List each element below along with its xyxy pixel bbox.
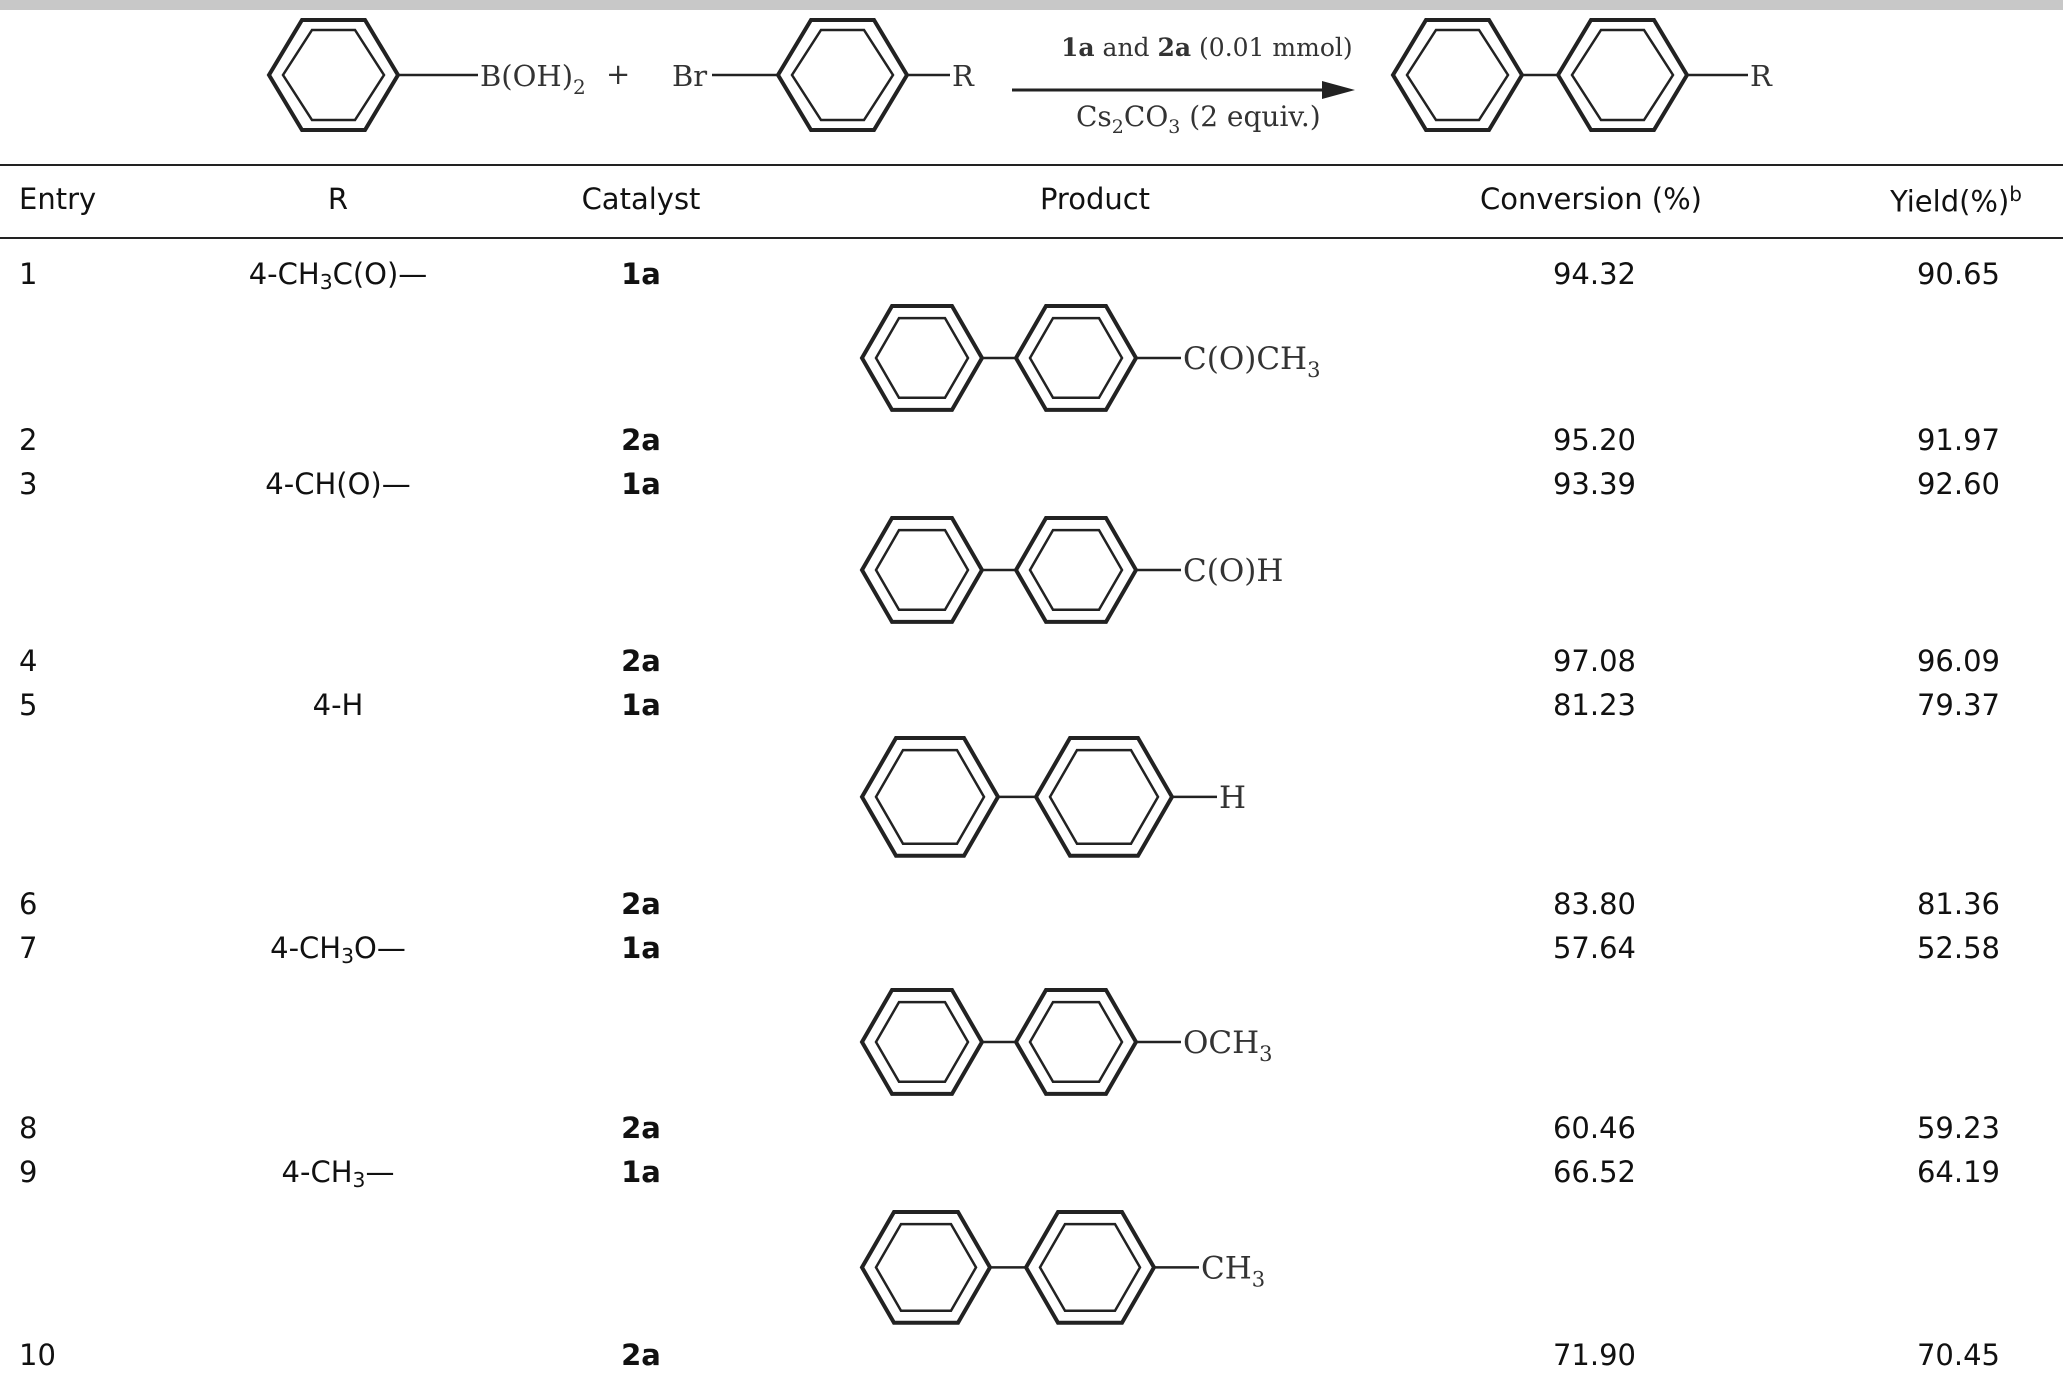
- table-top-rule: [0, 164, 2063, 166]
- yield-cell: 91.97: [1916, 423, 2000, 457]
- catalyst-cell: 1a: [621, 257, 661, 291]
- catalyst-cell: 1a: [621, 1155, 661, 1189]
- benzene-ring: [1013, 516, 1139, 624]
- r-group-cell: 4-H: [312, 688, 364, 722]
- yield-cell: 92.60: [1916, 467, 2000, 501]
- yield-cell: 81.36: [1916, 887, 2000, 921]
- header-catalyst: Catalyst: [581, 182, 701, 216]
- phenylboronic-acid-structure: B(OH)2: [266, 18, 586, 132]
- product-substituent-label: C(O)H: [1183, 553, 1283, 589]
- benzene-ring-inner: [1028, 528, 1124, 612]
- entry-cell: 5: [19, 688, 38, 722]
- product-structure: CH3: [859, 1210, 1265, 1325]
- benzene-ring: [1013, 304, 1139, 412]
- conversion-cell: 97.08: [1552, 644, 1636, 678]
- yield-cell: 52.58: [1916, 931, 2000, 965]
- top-bar: [0, 0, 2063, 10]
- yield-cell: 64.19: [1916, 1155, 2000, 1189]
- header-product: Product: [1039, 182, 1151, 216]
- product-structure: C(O)CH3: [859, 304, 1320, 412]
- yield-cell: 70.45: [1916, 1338, 2000, 1372]
- benzene-ring: [859, 736, 1001, 858]
- benzene-ring: [1023, 1210, 1157, 1325]
- benzene-ring-inner: [874, 316, 970, 400]
- entry-cell: 10: [19, 1338, 56, 1372]
- r-group-cell: 4-CH3—: [281, 1155, 395, 1193]
- header-entry: Entry: [19, 182, 97, 216]
- entry-cell: 9: [19, 1155, 38, 1189]
- header-r: R: [327, 182, 349, 216]
- product-substituent-label: H: [1219, 780, 1246, 816]
- benzene-ring-inner: [1028, 1000, 1124, 1084]
- catalyst-cell: 2a: [621, 1111, 661, 1145]
- entry-cell: 6: [19, 887, 38, 921]
- boronic-acid-label: B(OH)2: [480, 59, 586, 99]
- product-substituent-label: C(O)CH3: [1183, 341, 1320, 382]
- bromo-label: Br: [672, 59, 707, 93]
- benzene-ring-inner: [874, 1000, 970, 1084]
- conversion-cell: 81.23: [1552, 688, 1636, 722]
- header-yield: Yield(%)b: [1890, 182, 2022, 219]
- catalyst-cell: 1a: [621, 931, 661, 965]
- r-group-cell: 4-CH(O)—: [265, 467, 411, 501]
- r-group-label: R: [952, 59, 975, 93]
- header-conversion: Conversion (%): [1480, 182, 1702, 216]
- reaction-scheme: B(OH)2 + Br R 1a and 2a (0.01 mmol) Cs2C…: [266, 18, 1773, 138]
- entry-cell: 2: [19, 423, 38, 457]
- reaction-arrow: 1a and 2a (0.01 mmol) Cs2CO3 (2 equiv.): [1012, 33, 1355, 138]
- catalyst-cell: 1a: [621, 467, 661, 501]
- benzene-ring-inner: [1038, 1222, 1142, 1312]
- benzene-ring: [1013, 988, 1139, 1096]
- yield-cell: 79.37: [1916, 688, 2000, 722]
- header-bottom-rule: [0, 237, 2063, 239]
- entry-cell: 8: [19, 1111, 38, 1145]
- catalyst-cell: 2a: [621, 1338, 661, 1372]
- product-substituent-label: CH3: [1201, 1250, 1265, 1291]
- benzene-ring-inner: [1028, 316, 1124, 400]
- benzene-ring: [859, 1210, 993, 1325]
- benzene-ring-inner: [1048, 748, 1160, 845]
- conversion-cell: 95.20: [1552, 423, 1636, 457]
- base-condition-label: Cs2CO3 (2 equiv.): [1076, 100, 1321, 138]
- product-substituent-label: OCH3: [1183, 1025, 1273, 1066]
- r-group-cell: 4-CH3O—: [270, 931, 406, 969]
- catalyst-cell: 2a: [621, 887, 661, 921]
- yield-cell: 59.23: [1916, 1111, 2000, 1145]
- yield-cell: 90.65: [1916, 257, 2000, 291]
- conversion-cell: 94.32: [1552, 257, 1636, 291]
- product-structure: OCH3: [859, 988, 1273, 1096]
- conversion-cell: 60.46: [1552, 1111, 1636, 1145]
- entry-cell: 1: [19, 257, 38, 291]
- catalyst-cell: 2a: [621, 644, 661, 678]
- benzene-ring: [859, 304, 985, 412]
- catalyst-cell: 1a: [621, 688, 661, 722]
- conversion-cell: 71.90: [1552, 1338, 1636, 1372]
- plus-sign: +: [606, 57, 630, 91]
- product-r-label: R: [1750, 59, 1773, 93]
- product-structure: H: [859, 736, 1246, 858]
- catalyst-condition-label: 1a and 2a (0.01 mmol): [1061, 33, 1353, 62]
- entry-cell: 7: [19, 931, 38, 965]
- catalyst-cell: 2a: [621, 423, 661, 457]
- entry-cell: 3: [19, 467, 38, 501]
- conversion-cell: 57.64: [1552, 931, 1636, 965]
- yield-cell: 96.09: [1916, 644, 2000, 678]
- biphenyl-product-structure: R: [1390, 18, 1773, 132]
- benzene-ring: [859, 516, 985, 624]
- benzene-ring: [1033, 736, 1175, 858]
- entry-cell: 4: [19, 644, 38, 678]
- aryl-bromide-structure: Br R: [672, 18, 975, 132]
- r-group-cell: 4-CH3C(O)—: [248, 257, 428, 295]
- benzene-ring-inner: [874, 528, 970, 612]
- conversion-cell: 83.80: [1552, 887, 1636, 921]
- conversion-cell: 66.52: [1552, 1155, 1636, 1189]
- benzene-ring: [859, 988, 985, 1096]
- benzene-ring-inner: [874, 748, 986, 845]
- benzene-ring-inner: [874, 1222, 978, 1312]
- product-structure: C(O)H: [859, 516, 1283, 624]
- conversion-cell: 93.39: [1552, 467, 1636, 501]
